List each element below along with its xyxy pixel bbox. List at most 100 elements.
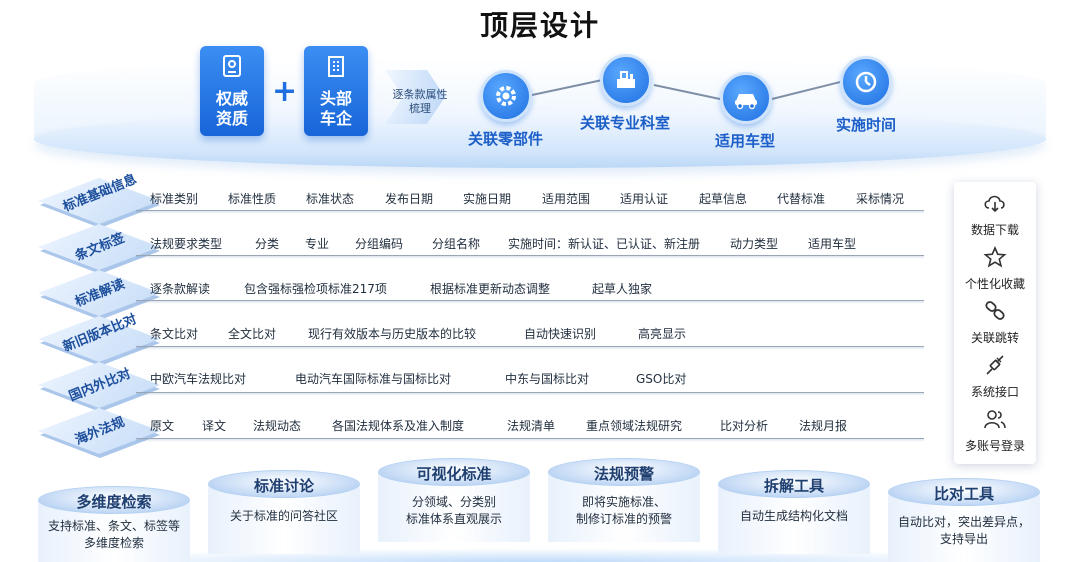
feature-desc-line: 支持标准、条文、标签等 xyxy=(47,519,180,533)
feature-desc-line: 即将实施标准、 xyxy=(581,495,666,509)
row-divider xyxy=(136,300,924,304)
cylinder-cap xyxy=(548,458,700,486)
side-tool-interface[interactable]: 系统接口 xyxy=(954,354,1036,400)
row-item: 中欧汽车法规比对 xyxy=(150,372,247,386)
feature-title: 拆解工具 xyxy=(763,477,824,495)
row-item: 实施日期 xyxy=(463,192,512,206)
feature-desc: 支持标准、条文、标签等 多维度检索 xyxy=(38,518,190,552)
feature-compare-tool[interactable]: 比对工具 自动比对，突出差异点， 支持导出 xyxy=(888,478,1040,562)
row-item: 电动汽车国际标准与国标比对 xyxy=(295,372,452,386)
id-badge-icon xyxy=(200,54,264,85)
enterprise-box: 头部车企 xyxy=(304,46,368,136)
feature-desc-line: 自动生成结构化文档 xyxy=(739,509,848,523)
feature-discussion[interactable]: 标准讨论 关于标准的问答社区 xyxy=(208,470,360,554)
row-item: 法规月报 xyxy=(799,419,848,433)
row-divider xyxy=(136,255,924,259)
side-tool-label: 个性化收藏 xyxy=(964,277,1025,291)
attribute-label-vehicle: 适用车型 xyxy=(715,132,776,150)
row-item: 标准状态 xyxy=(306,192,355,206)
feature-desc-line: 标准体系直观展示 xyxy=(405,512,502,526)
cylinder-cap xyxy=(888,478,1040,506)
authority-label: 权威资质 xyxy=(215,89,248,128)
row-item: 重点领域法规研究 xyxy=(586,419,683,433)
feature-disassembly[interactable]: 拆解工具 自动生成结构化文档 xyxy=(718,470,870,554)
feature-visualization[interactable]: 可视化标准 分领域、分类别 标准体系直观展示 xyxy=(378,458,530,542)
feature-desc: 自动生成结构化文档 xyxy=(718,508,870,525)
row-item: 分组编码 xyxy=(355,237,404,251)
row-item: 专业 xyxy=(305,237,330,251)
row-item: 包含强标强检项标准217项 xyxy=(244,282,387,296)
cylinder-cap xyxy=(718,470,870,498)
feature-desc-line: 自动比对，突出差异点， xyxy=(897,515,1030,529)
side-tool-label: 多账号登录 xyxy=(964,439,1025,453)
row-item: 代替标准 xyxy=(777,192,826,206)
row-item: 适用车型 xyxy=(808,237,857,251)
clock-icon xyxy=(840,56,892,108)
feature-title: 比对工具 xyxy=(933,485,994,503)
row-divider xyxy=(136,210,924,214)
link-icon xyxy=(954,300,1036,326)
row-item: 根据标准更新动态调整 xyxy=(430,282,551,296)
gear-icon xyxy=(480,70,532,122)
row-item: 逐条款解读 xyxy=(150,282,211,296)
feature-multi-search[interactable]: 多维度检索 支持标准、条文、标签等 多维度检索 xyxy=(38,486,190,562)
row-item: 起草信息 xyxy=(699,192,748,206)
feature-title: 标准讨论 xyxy=(253,477,314,495)
row-divider xyxy=(136,392,924,396)
row-item: 自动快速识别 xyxy=(524,327,597,341)
row-item: 标准性质 xyxy=(228,192,277,206)
side-tools-panel: 数据下载 个性化收藏 关联跳转 系统接口 多账号登录 xyxy=(954,182,1036,464)
row-item: 分组名称 xyxy=(432,237,481,251)
plus-sign: + xyxy=(272,74,298,109)
star-icon xyxy=(954,246,1036,272)
chevron-text: 逐条款属性梳理 xyxy=(392,88,448,115)
lab-equipment-icon xyxy=(600,54,652,106)
attribute-label-dept: 关联专业科室 xyxy=(580,114,671,132)
enterprise-label: 头部车企 xyxy=(319,89,352,128)
feature-desc-line: 分领域、分类别 xyxy=(411,495,496,509)
plug-icon xyxy=(954,354,1036,380)
row-item: GSO比对 xyxy=(636,372,687,386)
feature-warning[interactable]: 法规预警 即将实施标准、 制修订标准的预警 xyxy=(548,458,700,542)
row-item: 采标情况 xyxy=(856,192,905,206)
row-item: 适用范围 xyxy=(542,192,591,206)
cylinder-cap xyxy=(208,470,360,498)
side-tool-label: 数据下载 xyxy=(970,223,1019,237)
row-item: 比对分析 xyxy=(720,419,769,433)
cylinder-cap xyxy=(38,486,190,514)
row-divider xyxy=(136,346,924,350)
attribute-label-time: 实施时间 xyxy=(836,116,897,134)
row-item: 法规动态 xyxy=(253,419,302,433)
feature-title: 多维度检索 xyxy=(76,493,152,511)
feature-title: 可视化标准 xyxy=(416,465,492,483)
row-item: 中东与国标比对 xyxy=(505,372,590,386)
feature-desc-line: 关于标准的问答社区 xyxy=(229,509,338,523)
row-item: 全文比对 xyxy=(228,327,277,341)
row-item: 分类 xyxy=(255,237,280,251)
row-item: 实施时间：新认证、已认证、新注册 xyxy=(508,237,701,251)
feature-desc-line: 支持导出 xyxy=(939,532,988,546)
row-item: 起草人独家 xyxy=(592,282,653,296)
feature-desc: 分领域、分类别 标准体系直观展示 xyxy=(378,494,530,528)
building-icon xyxy=(304,54,368,85)
side-tool-multi-login[interactable]: 多账号登录 xyxy=(954,408,1036,454)
attribute-label-parts: 关联零部件 xyxy=(468,130,544,148)
row-item: 适用认证 xyxy=(620,192,669,206)
row-item: 原文 xyxy=(150,419,175,433)
row-item: 现行有效版本与历史版本的比较 xyxy=(308,327,477,341)
row-item: 高亮显示 xyxy=(638,327,687,341)
row-item: 发布日期 xyxy=(385,192,434,206)
side-tool-download[interactable]: 数据下载 xyxy=(954,192,1036,238)
feature-desc-line: 多维度检索 xyxy=(83,536,144,550)
row-item: 动力类型 xyxy=(730,237,779,251)
side-tool-favorite[interactable]: 个性化收藏 xyxy=(954,246,1036,292)
side-tool-label: 系统接口 xyxy=(970,385,1019,399)
row-item: 条文比对 xyxy=(150,327,199,341)
row-item: 各国法规体系及准入制度 xyxy=(332,419,465,433)
cloud-download-icon xyxy=(954,192,1036,218)
row-item: 标准类别 xyxy=(150,192,199,206)
cylinder-cap xyxy=(378,458,530,486)
side-tool-link[interactable]: 关联跳转 xyxy=(954,300,1036,346)
car-icon xyxy=(720,72,772,124)
feature-desc: 自动比对，突出差异点， 支持导出 xyxy=(888,514,1040,548)
